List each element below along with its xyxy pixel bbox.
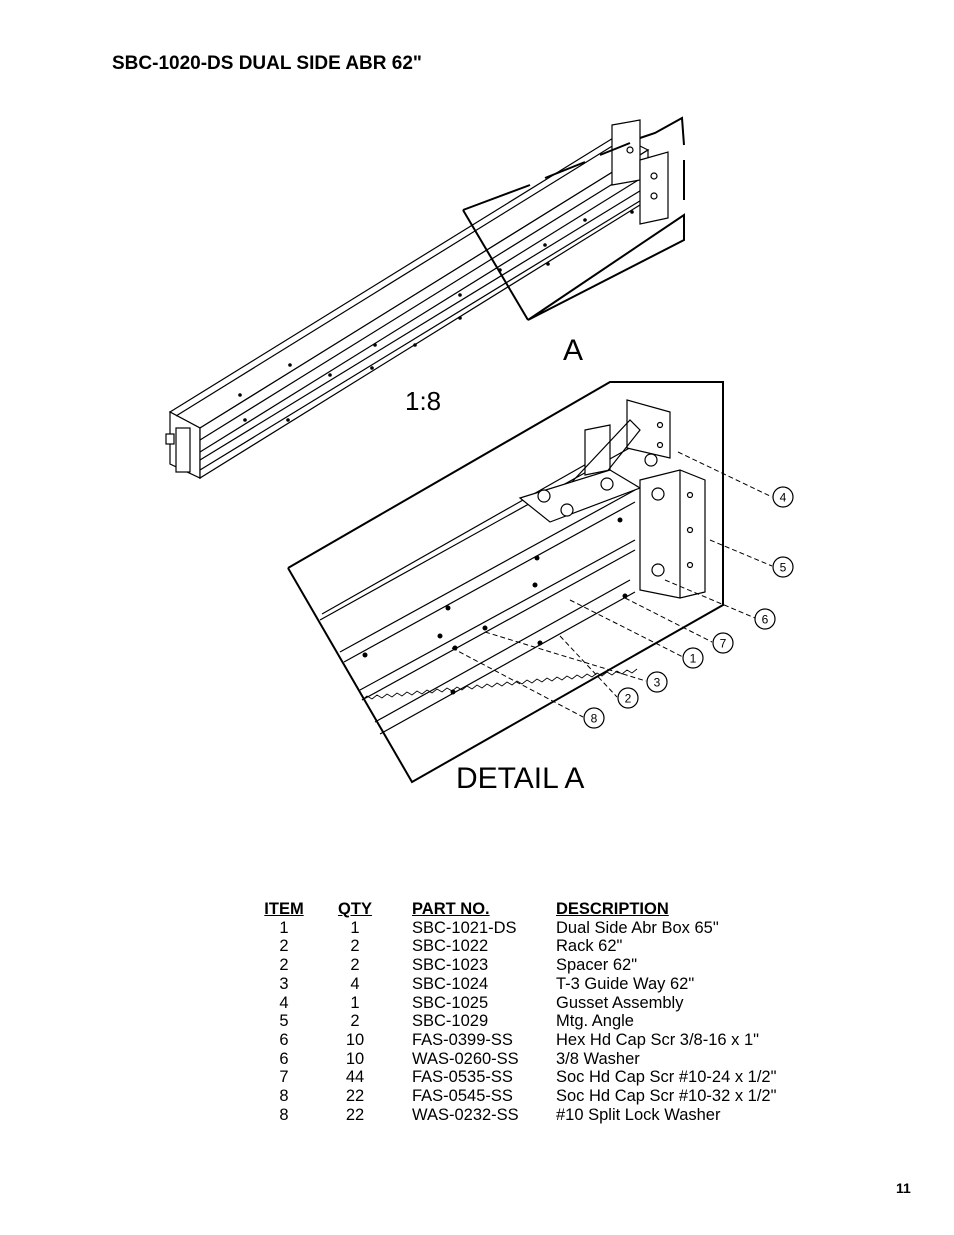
svg-text:8: 8 [591, 712, 598, 726]
bom-cell-desc: Soc Hd Cap Scr #10-24 x 1/2" [556, 1068, 777, 1087]
bom-header-item: ITEM [264, 900, 304, 918]
detail-a-view: 4 5 6 7 1 3 2 8 [287, 381, 794, 784]
bom-cell-item: 2 [279, 937, 289, 956]
balloon-6: 6 [754, 608, 776, 630]
bom-cell-part: FAS-0535-SS [412, 1068, 513, 1087]
bom-cell-desc: T-3 Guide Way 62" [556, 974, 695, 993]
bom-header-part: PART NO. [412, 900, 490, 918]
bom-cell-part: SBC-1021-DS [412, 918, 517, 937]
bom-cell-qty: 2 [350, 1012, 360, 1031]
bom-row: 2 2 SBC-1022 Rack 62" [258, 937, 776, 956]
bom-row: 2 2 SBC-1023 Spacer 62" [258, 956, 776, 975]
bom-cell-qty: 2 [350, 937, 360, 956]
bom-cell-item: 1 [279, 918, 289, 937]
balloon-1: 1 [682, 647, 704, 669]
bom-cell-desc: Gusset Assembly [556, 993, 684, 1012]
balloon-8: 8 [583, 707, 605, 729]
main-assembly-view [165, 116, 685, 480]
bom-cell-desc: 3/8 Washer [556, 1049, 640, 1068]
svg-text:2: 2 [625, 692, 632, 706]
svg-text:1: 1 [690, 652, 697, 666]
bom-cell-qty: 4 [350, 974, 360, 993]
bom-cell-qty: 44 [345, 1068, 365, 1087]
bom-header-qty: QTY [338, 900, 372, 918]
bom-row: 4 1 SBC-1025 Gusset Assembly [258, 994, 776, 1013]
scale-label: 1:8 [405, 386, 441, 416]
bom-header-row: ITEM QTY PART NO. DESCRIPTION [258, 900, 776, 919]
page-title: SBC-1020-DS DUAL SIDE ABR 62" [112, 53, 422, 74]
balloon-4: 4 [772, 486, 794, 508]
bom-cell-item: 8 [279, 1087, 289, 1106]
bom-cell-qty: 1 [350, 993, 360, 1012]
bom-row: 5 2 SBC-1029 Mtg. Angle [258, 1012, 776, 1031]
bom-row: 3 4 SBC-1024 T-3 Guide Way 62" [258, 975, 776, 994]
bom-cell-qty: 2 [350, 956, 360, 975]
bom-cell-part: SBC-1024 [412, 974, 489, 993]
bom-row: 6 10 WAS-0260-SS 3/8 Washer [258, 1050, 776, 1069]
balloon-2: 2 [617, 687, 639, 709]
balloon-7: 7 [712, 632, 734, 654]
bom-cell-part: SBC-1023 [412, 956, 489, 975]
bom-cell-qty: 10 [345, 1030, 365, 1049]
svg-text:7: 7 [720, 637, 727, 651]
bom-cell-item: 5 [279, 1012, 289, 1031]
bom-cell-desc: Soc Hd Cap Scr #10-32 x 1/2" [556, 1087, 777, 1106]
bill-of-materials: ITEM QTY PART NO. DESCRIPTION 1 1 SBC-1021… [258, 900, 776, 1124]
bom-cell-desc: Dual Side Abr Box 65" [556, 918, 719, 937]
bom-cell-item: 2 [279, 956, 289, 975]
bom-cell-desc: Mtg. Angle [556, 1012, 634, 1031]
bom-cell-desc: Spacer 62" [556, 956, 638, 975]
bom-cell-item: 8 [279, 1105, 289, 1124]
balloon-5: 5 [772, 556, 794, 578]
bom-cell-qty: 1 [350, 918, 360, 937]
bom-cell-qty: 22 [345, 1087, 365, 1106]
bom-cell-desc: Rack 62" [556, 937, 623, 956]
view-label: A [563, 334, 583, 367]
bom-cell-desc: Hex Hd Cap Scr 3/8-16 x 1" [556, 1030, 760, 1049]
bom-row: 1 1 SBC-1021-DS Dual Side Abr Box 65" [258, 919, 776, 938]
bom-cell-qty: 22 [345, 1105, 365, 1124]
page-number: 11 [896, 1180, 911, 1196]
bom-cell-qty: 10 [345, 1049, 365, 1068]
bom-cell-part: WAS-0232-SS [412, 1105, 519, 1124]
svg-text:6: 6 [762, 613, 769, 627]
bom-cell-part: WAS-0260-SS [412, 1049, 519, 1068]
svg-text:4: 4 [780, 491, 787, 505]
bom-cell-item: 6 [279, 1049, 289, 1068]
bom-cell-part: SBC-1029 [412, 1012, 489, 1031]
bom-header-desc: DESCRIPTION [556, 900, 669, 918]
svg-text:5: 5 [780, 561, 787, 575]
bom-row: 7 44 FAS-0535-SS Soc Hd Cap Scr #10-24 x 1/… [258, 1068, 776, 1087]
balloon-3: 3 [646, 671, 668, 693]
bom-row: 8 22 FAS-0545-SS Soc Hd Cap Scr #10-32 x 1/… [258, 1087, 776, 1106]
bom-cell-item: 7 [279, 1068, 289, 1087]
bom-row: 8 22 WAS-0232-SS #10 Split Lock Washer [258, 1106, 776, 1125]
bom-cell-desc: #10 Split Lock Washer [556, 1105, 721, 1124]
bom-cell-part: SBC-1025 [412, 993, 489, 1012]
bom-row: 6 10 FAS-0399-SS Hex Hd Cap Scr 3/8-16 x 1" [258, 1031, 776, 1050]
bom-cell-item: 3 [279, 974, 289, 993]
bom-cell-item: 6 [279, 1030, 289, 1049]
bom-cell-part: FAS-0545-SS [412, 1087, 513, 1106]
bom-cell-part: SBC-1022 [412, 937, 489, 956]
svg-text:3: 3 [654, 676, 661, 690]
bom-cell-item: 4 [279, 993, 289, 1012]
bom-cell-part: FAS-0399-SS [412, 1030, 513, 1049]
detail-label: DETAIL A [456, 762, 584, 795]
